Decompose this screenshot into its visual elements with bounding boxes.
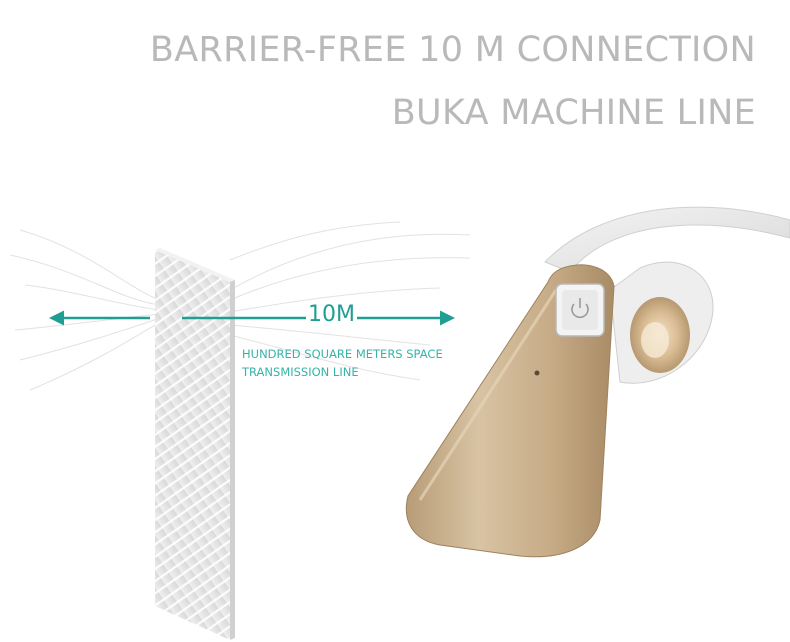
power-icon: [555, 283, 605, 337]
caption-line-2: TRANSMISSION LINE: [242, 365, 359, 379]
wall-barrier: [155, 248, 235, 640]
headline-line-1: BARRIER-FREE 10 M CONNECTION: [149, 30, 756, 70]
signal-waves: [9, 221, 471, 391]
distance-label: 10M: [306, 302, 357, 328]
transmission-caption: HUNDRED SQUARE METERS SPACE TRANSMISSION…: [242, 345, 443, 381]
caption-line-1: HUNDRED SQUARE METERS SPACE: [242, 347, 443, 361]
bluetooth-headset: [405, 206, 790, 558]
headline-line-2: BUKA MACHINE LINE: [391, 93, 756, 133]
